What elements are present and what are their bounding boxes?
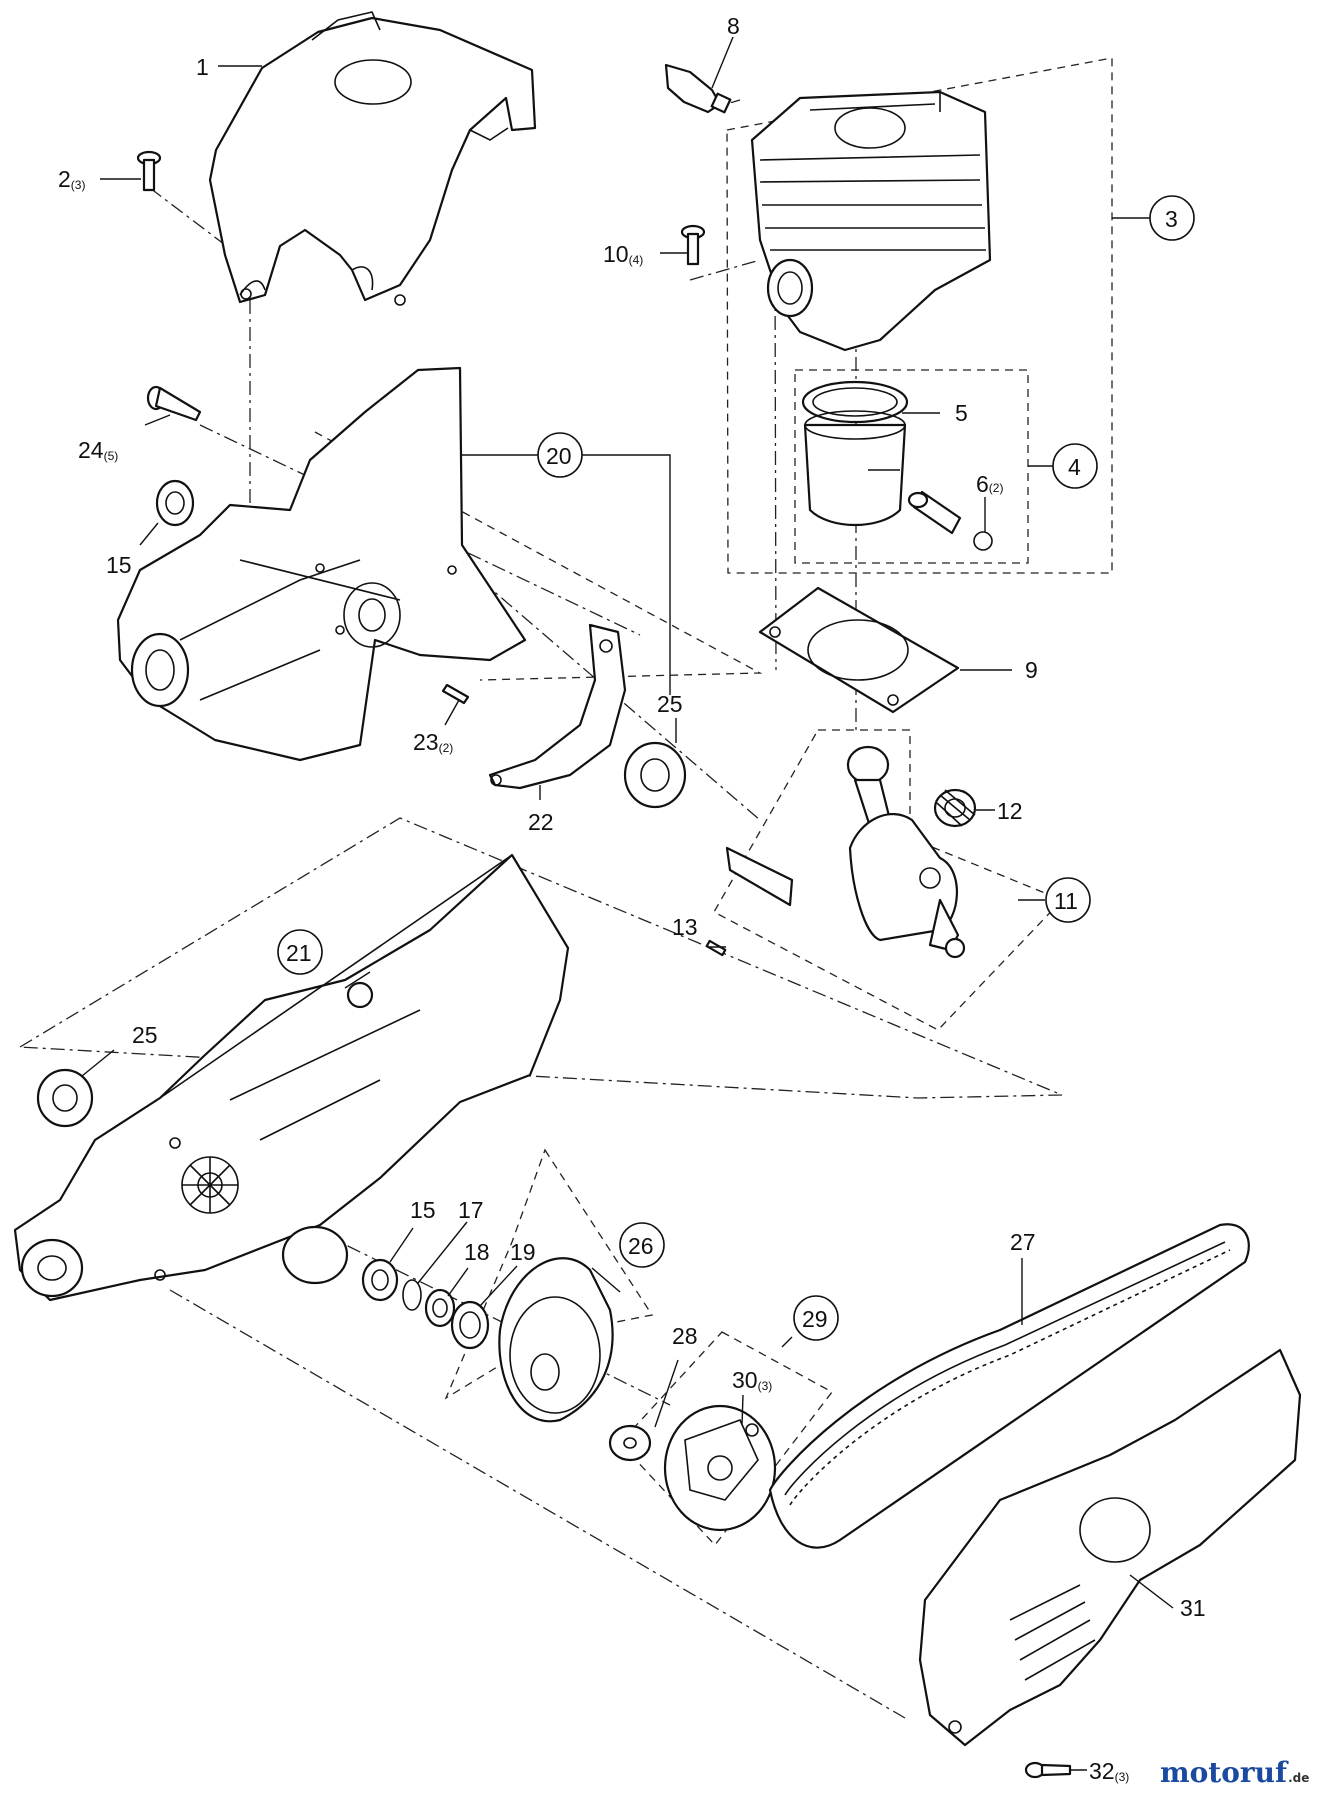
label-17: 17 (458, 1197, 484, 1223)
part-20-crankcase-half (116, 366, 527, 762)
callout-21-ring (277, 929, 323, 975)
label-15-lower: 15 (410, 1197, 436, 1223)
part-23-dowel-pin (441, 683, 470, 705)
part-10-screw (680, 224, 706, 266)
assembly-box-20 (314, 431, 763, 681)
label-24: 24(5) (78, 437, 118, 463)
assembly-box-4 (794, 369, 1029, 564)
label-26: 26 (628, 1233, 654, 1259)
callout-11-ring (1045, 877, 1091, 923)
part-24-bolt (146, 385, 202, 422)
leader-lines (81, 36, 1174, 1771)
part-26-clutch-drum (498, 1257, 614, 1423)
watermark-logo: motoruf.de (1160, 1756, 1309, 1789)
svg-text:motoruf.de: motoruf.de (1160, 1756, 1309, 1789)
label-11: 11 (1054, 888, 1078, 914)
part-9-cylinder-gasket (758, 586, 960, 714)
label-13: 13 (672, 914, 698, 940)
label-3: 3 (1165, 206, 1178, 232)
alignment-line (689, 259, 761, 281)
label-29: 29 (802, 1306, 828, 1332)
part-13-key (705, 939, 727, 957)
label-6: 6(2) (976, 471, 1003, 497)
part-12-needle-bearing (933, 788, 977, 828)
callout-26-ring (619, 1222, 665, 1268)
label-1: 1 (196, 54, 209, 80)
piston (803, 410, 907, 526)
label-15-upper: 15 (106, 552, 132, 578)
label-25-lower: 25 (132, 1022, 158, 1048)
alignment-line (774, 261, 777, 671)
label-22: 22 (528, 809, 554, 835)
callout-3-ring (1149, 195, 1195, 241)
alignment-line (149, 187, 246, 261)
part-27-drive-belt (768, 1223, 1250, 1549)
label-9: 9 (1025, 657, 1038, 683)
assembly-box-29 (619, 1331, 833, 1547)
part-1-cylinder-cover (208, 11, 537, 306)
assembly-box-26 (444, 1148, 654, 1400)
part-2-screw (136, 150, 162, 192)
label-30: 30(3) (732, 1367, 772, 1393)
part-15-seal-lower (361, 1258, 399, 1302)
label-25-upper: 25 (657, 691, 683, 717)
part-28-washer (608, 1424, 652, 1462)
label-2: 2(3) (58, 166, 85, 192)
label-23: 23(2) (413, 729, 453, 755)
label-32: 32(3) (1089, 1758, 1129, 1784)
assembly-box-21 (17, 817, 1063, 1099)
part-25-bearing-lower (36, 1068, 94, 1128)
alignment-line (169, 1289, 906, 1719)
callout-29-ring (793, 1295, 839, 1341)
part-11-crankshaft (725, 745, 966, 959)
part-31-belt-guard (918, 1348, 1302, 1747)
label-18: 18 (464, 1239, 490, 1265)
part-21-crankcase-arm (13, 853, 570, 1302)
part-5-piston-ring (801, 380, 909, 424)
label-19: 19 (510, 1239, 536, 1265)
part-labels: 1 2(3) 3 4 5 6(2) 8 9 10(4) 11 12 13 15 … (58, 13, 1206, 1784)
label-5: 5 (955, 400, 968, 426)
label-21: 21 (286, 940, 312, 966)
label-8: 8 (727, 13, 740, 39)
part-6-piston-pin (907, 490, 993, 551)
part-32-screw (1024, 1761, 1072, 1779)
part-8-decompression-valve (664, 63, 732, 114)
label-12: 12 (997, 798, 1023, 824)
label-4: 4 (1068, 454, 1081, 480)
label-31: 31 (1180, 1595, 1206, 1621)
part-25-bearing-upper (623, 741, 687, 809)
part-22-crankcase-gasket (488, 623, 627, 790)
part-15-seal-upper (155, 479, 195, 527)
label-28: 28 (672, 1323, 698, 1349)
watermark-brand: motoruf (1160, 1756, 1289, 1789)
part-29-clutch (663, 1404, 777, 1532)
callout-rings (277, 195, 1195, 1341)
part-3-cylinder (750, 90, 992, 352)
watermark-suffix: .de (1288, 1771, 1309, 1785)
label-10: 10(4) (603, 241, 643, 267)
part-19-washer (450, 1300, 490, 1350)
part-17-circlip (402, 1279, 422, 1311)
part-18-washer (424, 1288, 456, 1328)
callout-20-ring (537, 432, 583, 478)
callout-4-ring (1052, 443, 1098, 489)
label-27: 27 (1010, 1229, 1036, 1255)
label-20: 20 (546, 443, 572, 469)
